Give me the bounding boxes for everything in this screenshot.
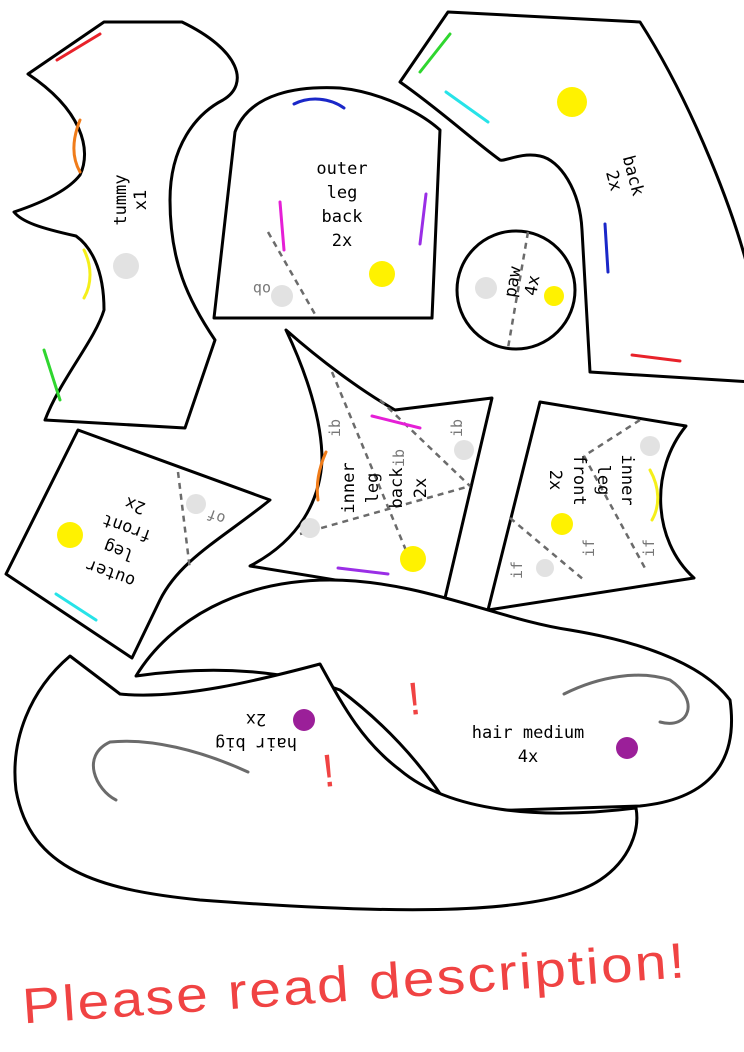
hair-medium-count: 4x xyxy=(518,747,538,767)
piece-outer-leg-back: outer leg back 2x ob xyxy=(212,86,442,320)
exclamation-top: ! xyxy=(405,672,423,725)
inner-leg-front-tag-2: if xyxy=(580,539,598,557)
inner-leg-back-mark-orange xyxy=(315,450,328,502)
piece-back: back 2x xyxy=(398,10,744,384)
tummy-mark-yellow xyxy=(82,248,92,300)
hair-big-name: hair big xyxy=(215,733,297,753)
inner-leg-back-dot-yellow xyxy=(400,546,426,572)
inner-leg-back-fold-1 xyxy=(330,371,412,561)
outer-leg-front-mark-cyan xyxy=(54,592,98,622)
tummy-count: x1 xyxy=(131,190,151,210)
hair-medium-outline xyxy=(134,578,733,814)
back-mark-red xyxy=(630,353,682,363)
outer-leg-front-outline xyxy=(4,428,272,660)
paw-fold xyxy=(506,231,530,349)
tummy-dot xyxy=(113,253,139,279)
hair-big-dot xyxy=(293,709,315,731)
inner-leg-front-fold-3 xyxy=(509,517,585,581)
piece-paw: paw 4x xyxy=(455,229,577,351)
tummy-mark-orange xyxy=(72,118,82,174)
inner-leg-back-line1: inner xyxy=(339,462,359,513)
back-outline xyxy=(398,10,744,384)
outer-leg-front-tag: of xyxy=(205,505,228,528)
back-dot xyxy=(557,87,587,117)
outer-leg-back-mark-magenta xyxy=(278,200,286,252)
inner-leg-front-count: 2x xyxy=(545,470,565,490)
outer-leg-front-fold xyxy=(176,471,192,571)
inner-leg-front-mark-yellow xyxy=(648,468,660,522)
paw-outline xyxy=(455,229,577,351)
hair-medium-swirl xyxy=(562,673,690,725)
tummy-mark-red xyxy=(55,32,102,62)
hair-big-outline xyxy=(13,654,639,912)
inner-leg-front-tag-1: if xyxy=(508,561,526,579)
inner-leg-back-line2: leg xyxy=(363,473,383,504)
outer-leg-back-dot-grey xyxy=(271,285,293,307)
back-mark-green xyxy=(418,32,452,74)
paw-count: 4x xyxy=(521,274,544,298)
hair-big-swirl xyxy=(91,739,250,802)
inner-leg-front-dot-yellow xyxy=(551,513,573,535)
outer-leg-back-mark-purple xyxy=(418,192,428,246)
inner-leg-front-dot-grey-1 xyxy=(640,436,660,456)
inner-leg-front-line2: leg xyxy=(593,465,613,496)
outer-leg-front-dot-yellow xyxy=(57,522,83,548)
outer-leg-back-line3: back xyxy=(322,207,363,227)
paw-dot-grey xyxy=(475,277,497,299)
inner-leg-front-dot-grey-2 xyxy=(536,559,554,577)
piece-hair-medium: hair medium 4x xyxy=(134,578,733,814)
inner-leg-back-count: 2x xyxy=(411,478,431,498)
piece-inner-leg-back: inner leg back 2x ib ib ib xyxy=(248,328,494,600)
piece-outer-leg-front: outer leg front 2x of xyxy=(4,428,272,660)
inner-leg-front-tag-3: if xyxy=(640,539,658,557)
inner-leg-back-tag-1: ib xyxy=(326,419,344,437)
hair-big-count: 2x xyxy=(246,709,266,729)
inner-leg-front-line3: front xyxy=(569,454,589,505)
outer-leg-back-count: 2x xyxy=(332,231,352,251)
inner-leg-front-fold-1 xyxy=(583,418,641,458)
inner-leg-back-tag-3: ib xyxy=(448,419,466,437)
tummy-mark-green xyxy=(42,348,62,402)
hair-medium-name: hair medium xyxy=(472,723,585,743)
inner-leg-back-tag-2: ib xyxy=(390,449,408,467)
inner-leg-front-line1: inner xyxy=(617,454,637,505)
piece-tummy: tummy x1 xyxy=(12,20,239,430)
inner-leg-back-fold-2 xyxy=(299,484,471,536)
piece-hair-big: hair big 2x xyxy=(13,654,639,912)
tummy-outline xyxy=(12,20,239,430)
inner-leg-front-outline xyxy=(486,400,696,612)
hair-medium-dot xyxy=(616,737,638,759)
inner-leg-back-fold-3 xyxy=(379,399,471,487)
outer-leg-front-dot-grey xyxy=(186,494,206,514)
inner-leg-back-dot-grey-1 xyxy=(454,440,474,460)
tummy-name: tummy xyxy=(111,174,131,225)
inner-leg-back-mark-magenta xyxy=(370,414,422,430)
outer-leg-back-outline xyxy=(212,86,442,320)
outer-leg-back-line1: outer xyxy=(316,159,367,179)
back-mark-cyan xyxy=(444,90,490,124)
outer-leg-back-mark-blue xyxy=(292,97,346,110)
paw-dot-yellow xyxy=(544,286,564,306)
inner-leg-back-dot-grey-2 xyxy=(300,518,320,538)
outer-leg-back-fold xyxy=(266,231,318,317)
footer-note: Please read description! xyxy=(20,932,688,1034)
inner-leg-back-mark-purple xyxy=(336,566,390,576)
back-mark-blue xyxy=(603,222,610,274)
exclamation-bottom: ! xyxy=(319,744,337,797)
piece-inner-leg-front: inner leg front 2x if if if xyxy=(486,400,696,612)
inner-leg-back-line3: back xyxy=(387,468,407,509)
outer-leg-back-line2: leg xyxy=(327,183,358,203)
outer-leg-back-dot-yellow xyxy=(369,261,395,287)
outer-leg-back-tag: ob xyxy=(253,280,271,298)
